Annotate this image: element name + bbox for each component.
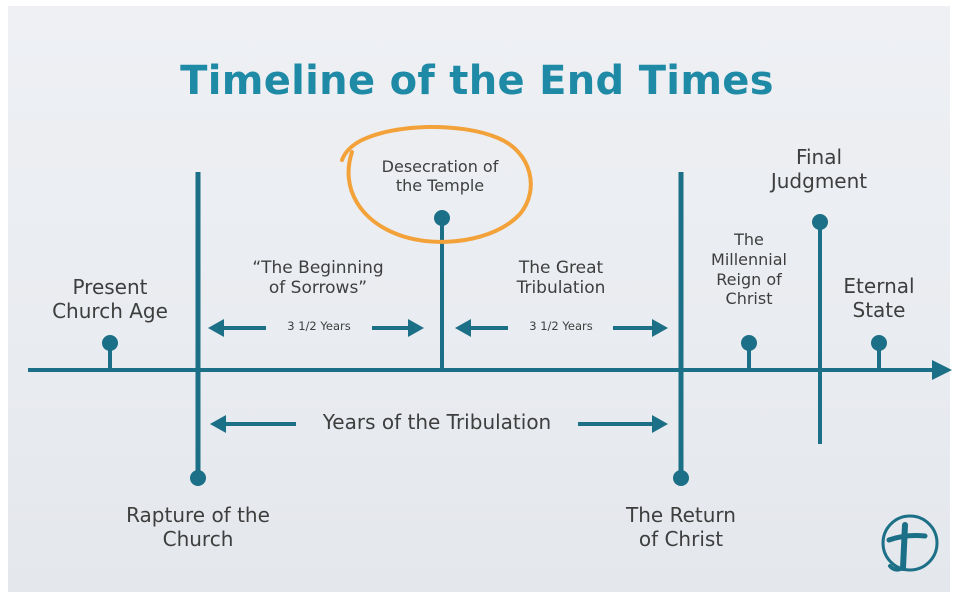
timeline-arrowhead-icon — [932, 360, 952, 380]
second-half-right-arrowhead-icon — [652, 319, 668, 337]
second-half-left-arrowhead-icon — [455, 319, 471, 337]
final-judgment-label: Final Judgment — [770, 145, 868, 193]
slide-background — [8, 6, 950, 592]
final-judgment-dot — [812, 214, 828, 230]
second-half-years-label: 3 1/2 Years — [529, 319, 593, 333]
tribulation-left-arrowhead-icon — [210, 415, 226, 433]
desecration-pin-dot — [434, 210, 450, 226]
present-church-age-label: Present Church Age — [52, 275, 168, 323]
page-title: Timeline of the End Times — [180, 58, 774, 104]
cross-logo-icon — [881, 514, 939, 572]
millennial-pin-dot — [741, 335, 757, 351]
eternal-state-label: Eternal State — [843, 274, 915, 322]
first-half-left-arrowhead-icon — [208, 319, 224, 337]
beginning-of-sorrows-label: “The Beginning of Sorrows” — [252, 258, 384, 299]
highlight-circle — [340, 125, 533, 244]
first-half-right-arrowhead-icon — [408, 319, 424, 337]
present-pin-dot — [102, 335, 118, 351]
rapture-dot — [190, 470, 206, 486]
tribulation-years-label: Years of the Tribulation — [322, 410, 552, 434]
return-of-christ-label: The Return of Christ — [626, 503, 736, 551]
tribulation-right-arrowhead-icon — [652, 415, 668, 433]
millennial-reign-label: The Millennial Reign of Christ — [711, 230, 787, 309]
return-dot — [673, 470, 689, 486]
great-tribulation-label: The Great Tribulation — [516, 258, 606, 299]
rapture-label: Rapture of the Church — [126, 503, 270, 551]
eternal-pin-dot — [871, 335, 887, 351]
desecration-label: Desecration of the Temple — [381, 157, 499, 195]
first-half-years-label: 3 1/2 Years — [287, 319, 351, 333]
